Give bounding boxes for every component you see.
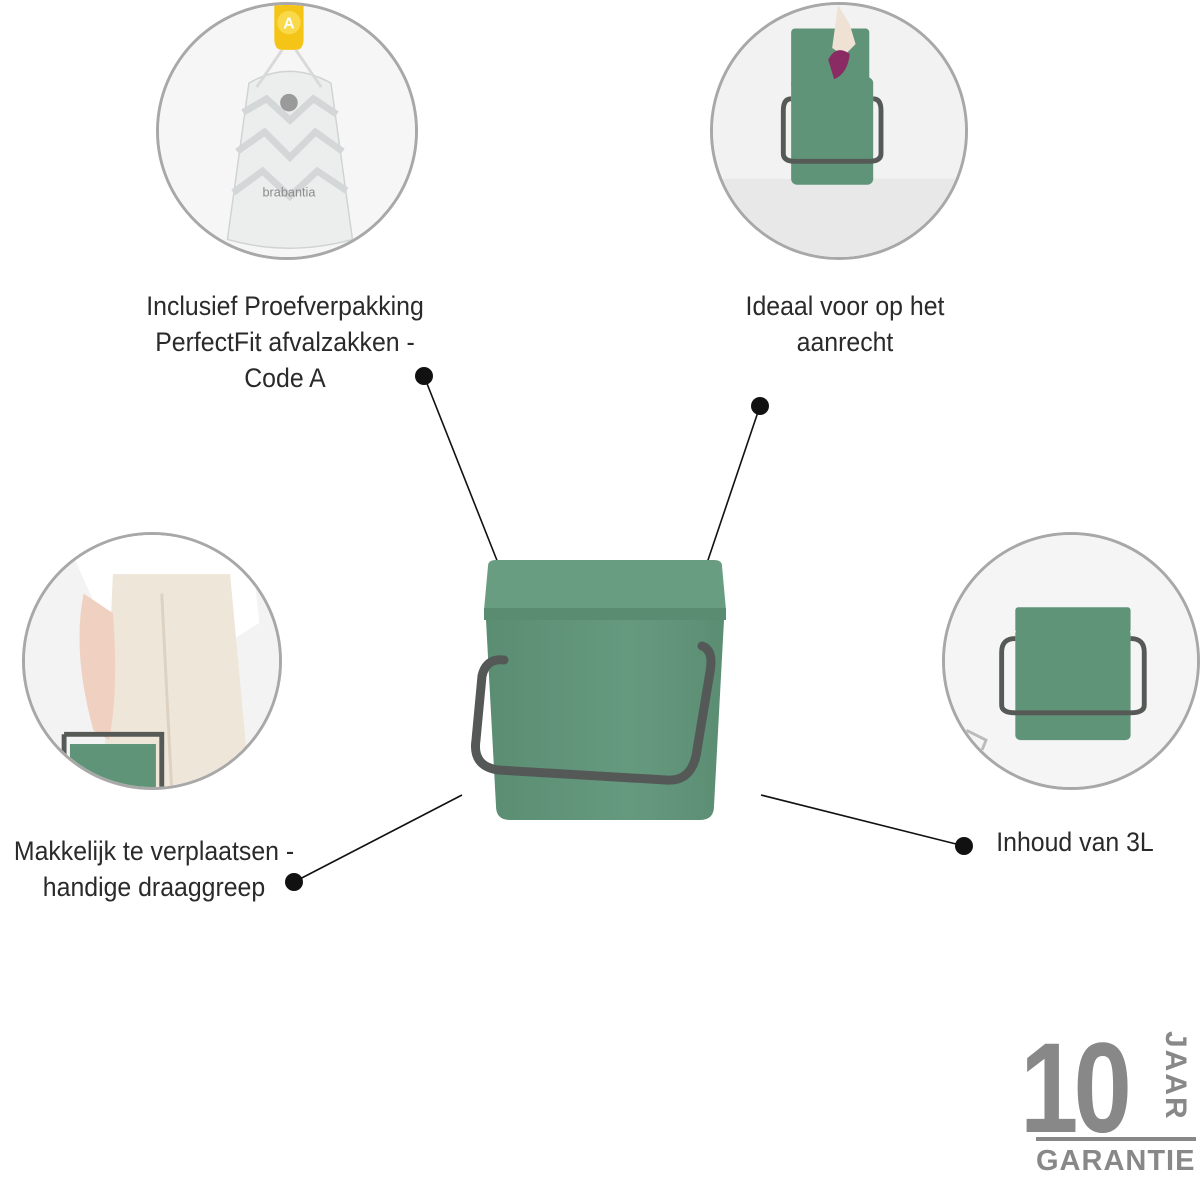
- leader-line-carry: [293, 794, 463, 883]
- volume-photo: [942, 532, 1200, 790]
- feature-label-volume: Inhoud van 3L: [996, 827, 1154, 857]
- bin-handle: [470, 641, 716, 785]
- warranty-divider: [1036, 1137, 1196, 1141]
- feature-label-bags: Inclusief Proefverpakking PerfectFit afv…: [146, 291, 424, 393]
- counter-use-photo: [710, 2, 968, 260]
- leader-line-counter: [706, 405, 761, 564]
- bin-lid: [484, 560, 726, 616]
- leader-dot-carry: [285, 873, 303, 891]
- warranty-text: GARANTIE: [1036, 1145, 1196, 1177]
- leader-dot-counter: [751, 397, 769, 415]
- bag-brand: brabantia: [263, 185, 317, 199]
- feature-label-counter: Ideaal voor op het aanrecht: [745, 291, 945, 357]
- warranty-years: 10: [1020, 1017, 1132, 1160]
- leader-dot-volume: [955, 837, 973, 855]
- hook-letter: A: [283, 15, 294, 32]
- product-bin: [470, 560, 726, 820]
- feature-label-carry: Makkelijk te verplaatsen - handige draag…: [13, 836, 295, 902]
- leader-dot-bags: [415, 367, 433, 385]
- bin-body: [486, 620, 724, 820]
- leader-line-bags: [423, 375, 499, 564]
- warranty-unit: JAAR: [1159, 1031, 1192, 1121]
- warranty-badge: 10 JAAR GARANTIE: [1020, 1025, 1196, 1177]
- carrying-photo: [22, 532, 282, 790]
- bag-sample-photo: A brabantia: [156, 2, 418, 260]
- leader-line-volume: [760, 794, 965, 847]
